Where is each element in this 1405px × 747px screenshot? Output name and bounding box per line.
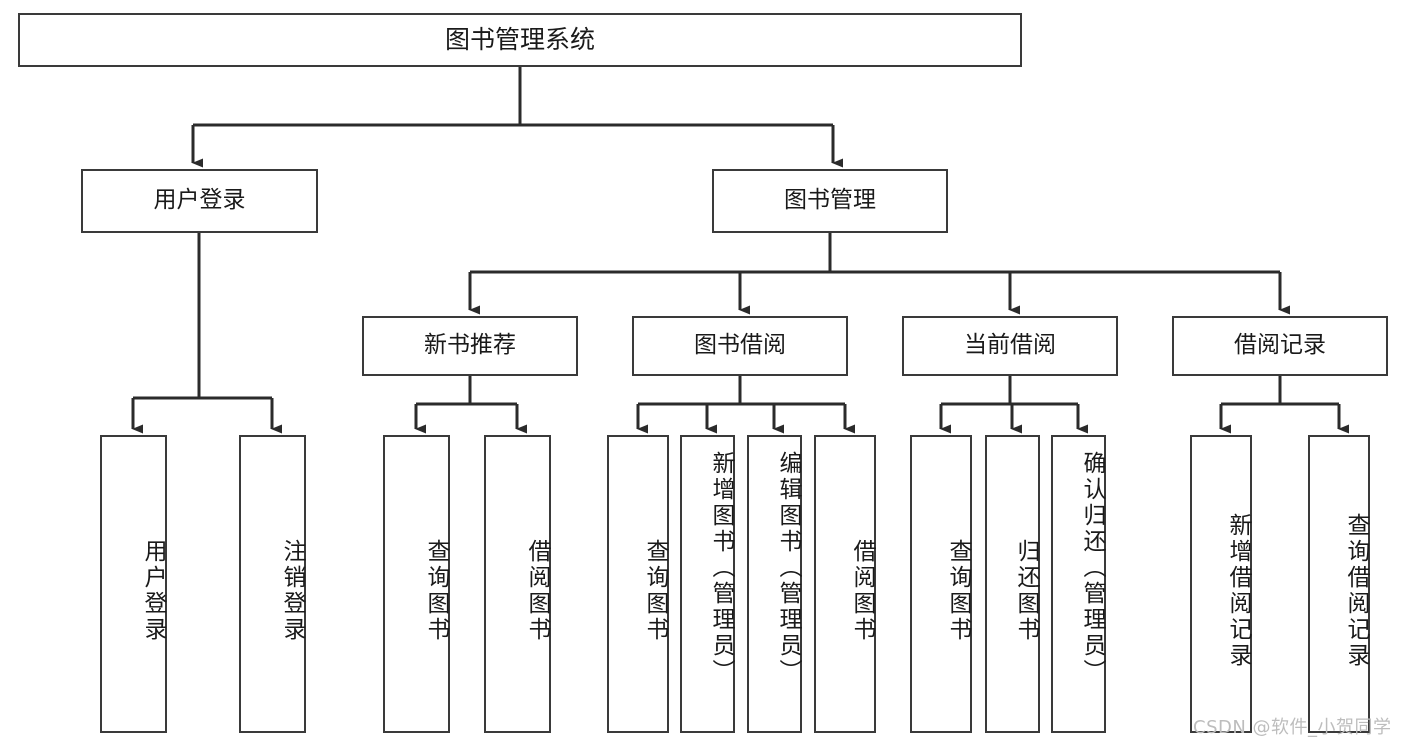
- leaf-borrow-lend-books[interactable]: 借阅图书: [814, 435, 876, 733]
- node-user-login[interactable]: 用户登录: [81, 169, 318, 233]
- node-current-borrow[interactable]: 当前借阅: [902, 316, 1118, 376]
- leaf-newbook-query-books[interactable]: 查询图书: [383, 435, 450, 733]
- node-new-book-recommend[interactable]: 新书推荐: [362, 316, 578, 376]
- leaf-current-confirm-return-admin[interactable]: 确认归还（管理员）: [1051, 435, 1106, 733]
- leaf-user-logout[interactable]: 注销登录: [239, 435, 306, 733]
- leaf-record-add-borrow-record[interactable]: 新增借阅记录: [1190, 435, 1252, 733]
- leaf-borrow-edit-book-admin[interactable]: 编辑图书（管理员）: [747, 435, 802, 733]
- leaf-borrow-add-book-admin[interactable]: 新增图书（管理员）: [680, 435, 735, 733]
- node-book-borrow[interactable]: 图书借阅: [632, 316, 848, 376]
- leaf-newbook-borrow-books[interactable]: 借阅图书: [484, 435, 551, 733]
- csdn-watermark: CSDN @软件_小贺同学: [1193, 717, 1392, 738]
- node-root-system[interactable]: 图书管理系统: [18, 13, 1022, 67]
- node-borrow-record[interactable]: 借阅记录: [1172, 316, 1388, 376]
- leaf-record-query-borrow-record[interactable]: 查询借阅记录: [1308, 435, 1370, 733]
- node-book-management[interactable]: 图书管理: [712, 169, 948, 233]
- leaf-borrow-query-books[interactable]: 查询图书: [607, 435, 669, 733]
- leaf-current-query-books[interactable]: 查询图书: [910, 435, 972, 733]
- leaf-current-return-books[interactable]: 归还图书: [985, 435, 1040, 733]
- leaf-user-login[interactable]: 用户登录: [100, 435, 167, 733]
